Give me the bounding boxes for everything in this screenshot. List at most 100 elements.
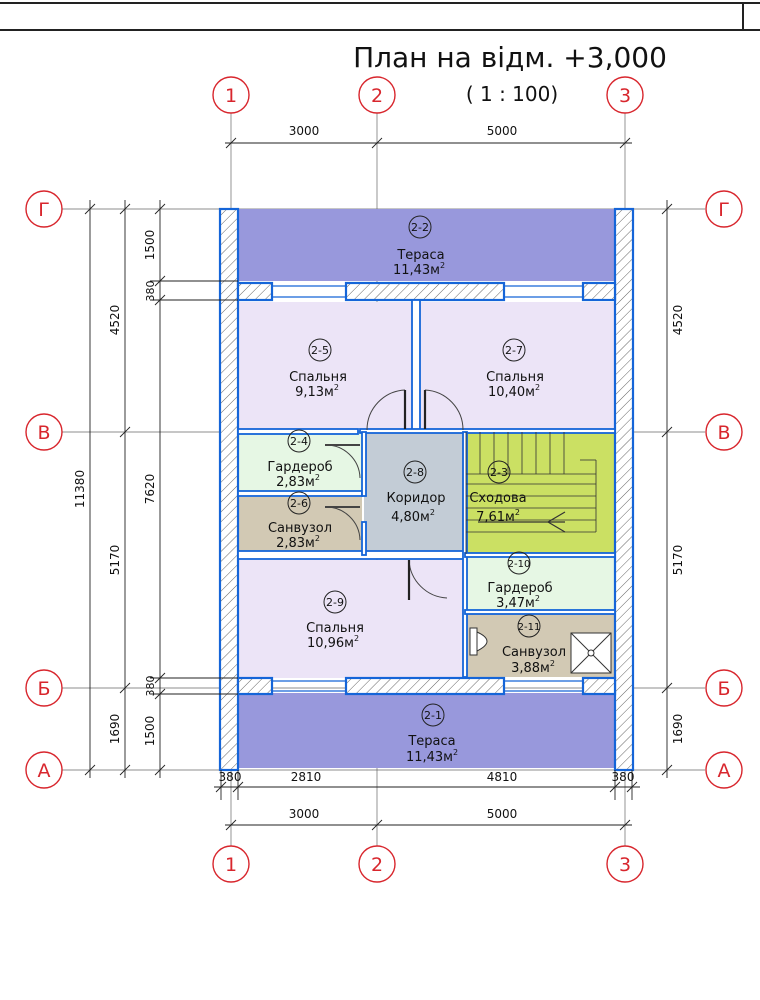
plan-title: План на відм. +3,000 xyxy=(353,41,667,74)
axis-2-top: 2 xyxy=(371,85,383,107)
dimension-texts: 3000 5000 380 2810 4810 380 3000 5000 11… xyxy=(73,124,685,821)
room-labels: 2-2 Тераса 11,43м2 2-5 Спальня 9,13м2 2-… xyxy=(267,215,566,765)
room-2-9-label: 2-9 Спальня 10,96м2 xyxy=(306,590,364,651)
area-unit-sup: 2 xyxy=(440,261,445,270)
partitions xyxy=(237,299,616,678)
dim-bottom-inner-4: 380 xyxy=(612,770,635,784)
window-lines xyxy=(272,285,583,692)
sheet-frame xyxy=(0,2,760,31)
dim-bottom-inner-1: 380 xyxy=(219,770,242,784)
room-area: 7,61м xyxy=(476,510,515,525)
room-area: 10,40м xyxy=(488,385,535,400)
room-name: Спальня xyxy=(289,370,347,385)
dim-left-outer: 11380 xyxy=(73,470,87,508)
room-2-7-label: 2-7 Спальня 10,40м2 xyxy=(486,338,544,400)
dim-left-mid-3: 1690 xyxy=(108,714,122,745)
room-2-5-label: 2-5 Спальня 9,13м2 xyxy=(289,338,347,400)
dim-left-inner-3: 7620 xyxy=(143,474,157,505)
area-unit-sup: 2 xyxy=(334,383,339,392)
axis-1-top: 1 xyxy=(225,85,237,107)
room-area: 3,88м xyxy=(511,661,550,676)
terrace-top-fill xyxy=(238,209,615,281)
axis-g-right: Г xyxy=(718,199,730,221)
room-area: 2,83м xyxy=(276,536,315,551)
svg-text:10,40м2: 10,40м2 xyxy=(488,383,540,400)
terrace-bottom-fill xyxy=(238,693,615,768)
svg-text:10,96м2: 10,96м2 xyxy=(307,634,359,651)
dim-left-inner-2: 380 xyxy=(144,281,157,302)
wall-top-seg1 xyxy=(236,281,274,302)
dim-right-2: 5170 xyxy=(671,545,685,576)
room-number: 2-11 xyxy=(518,622,541,633)
svg-text:9,13м2: 9,13м2 xyxy=(295,383,339,400)
area-unit-sup: 2 xyxy=(550,659,555,668)
axis-labels: 1 2 3 1 2 3 Г В Б А Г В Б А xyxy=(37,85,730,876)
dim-top-1: 3000 xyxy=(289,124,320,138)
room-number: 2-6 xyxy=(290,497,308,510)
room-area: 10,96м xyxy=(307,636,354,651)
room-name: Санвузол xyxy=(502,645,566,660)
room-2-3-label: 2-3 Сходова 7,61м2 xyxy=(469,460,527,525)
dim-left-inner-1: 1500 xyxy=(143,230,157,261)
room-2-2-label: 2-2 Тераса 11,43м2 xyxy=(393,215,445,278)
walls xyxy=(218,207,635,772)
axis-2-bottom: 2 xyxy=(371,854,383,876)
dim-bottom-outer-2: 5000 xyxy=(487,807,518,821)
room-area: 11,43м xyxy=(393,263,440,278)
room-area: 2,83м xyxy=(276,475,315,490)
room-2-4-label: 2-4 Гардероб 2,83м2 xyxy=(267,429,333,490)
room-2-6-label: 2-6 Санвузол 2,83м2 xyxy=(268,491,332,551)
room-name: Сходова xyxy=(469,491,526,506)
room-number: 2-7 xyxy=(505,344,523,357)
room-number: 2-10 xyxy=(508,559,531,570)
room-area: 11,43м xyxy=(406,750,453,765)
axis-v-left: В xyxy=(37,422,50,444)
area-unit-sup: 2 xyxy=(515,508,520,517)
dim-bottom-outer-1: 3000 xyxy=(289,807,320,821)
bedroom-2-9-fill xyxy=(238,560,464,678)
room-2-11-label: 2-11 Санвузол 3,88м2 xyxy=(502,614,566,676)
area-unit-sup: 2 xyxy=(430,508,435,517)
svg-text:3,88м2: 3,88м2 xyxy=(511,659,555,676)
room-name: Спальня xyxy=(306,621,364,636)
svg-text:11,43м2: 11,43м2 xyxy=(406,748,458,765)
dim-right-3: 1690 xyxy=(671,714,685,745)
dim-right-1: 4520 xyxy=(671,305,685,336)
room-name: Спальня xyxy=(486,370,544,385)
room-name: Коридор xyxy=(386,491,445,506)
room-name: Тераса xyxy=(407,734,455,749)
corridor-fill xyxy=(364,432,464,554)
area-unit-sup: 2 xyxy=(315,473,320,482)
dim-left-mid-2: 5170 xyxy=(108,545,122,576)
axis-v-right: В xyxy=(717,422,730,444)
dim-bottom-inner-3: 4810 xyxy=(487,770,518,784)
stairs-fill xyxy=(466,432,615,554)
room-area: 9,13м xyxy=(295,385,334,400)
room-name: Тераса xyxy=(396,248,444,263)
doors xyxy=(324,389,464,600)
room-number: 2-4 xyxy=(290,435,308,448)
room-number: 2-8 xyxy=(406,466,424,479)
bath-fixtures xyxy=(469,627,612,674)
bedroom-2-7-fill xyxy=(420,302,615,429)
dim-top-2: 5000 xyxy=(487,124,518,138)
svg-text:4,80м2: 4,80м2 xyxy=(391,508,435,525)
axis-a-right: А xyxy=(718,760,731,782)
wall-bot-seg2 xyxy=(344,676,506,696)
wardrobe-2-4-fill xyxy=(238,434,362,491)
axis-bubbles xyxy=(25,76,743,883)
room-number: 2-1 xyxy=(424,709,442,722)
room-name: Санвузол xyxy=(268,521,332,536)
area-unit-sup: 2 xyxy=(453,748,458,757)
dim-left-inner-5: 1500 xyxy=(143,716,157,747)
bedroom-2-5-fill xyxy=(238,302,412,429)
room-number: 2-2 xyxy=(411,221,429,234)
room-area: 3,47м xyxy=(496,596,535,611)
room-name: Гардероб xyxy=(487,581,552,596)
stair-steps xyxy=(465,432,597,554)
area-unit-sup: 2 xyxy=(354,634,359,643)
svg-text:2,83м2: 2,83м2 xyxy=(276,473,320,490)
axis-3-bottom: 3 xyxy=(619,854,631,876)
dim-left-inner-4: 380 xyxy=(144,676,157,697)
